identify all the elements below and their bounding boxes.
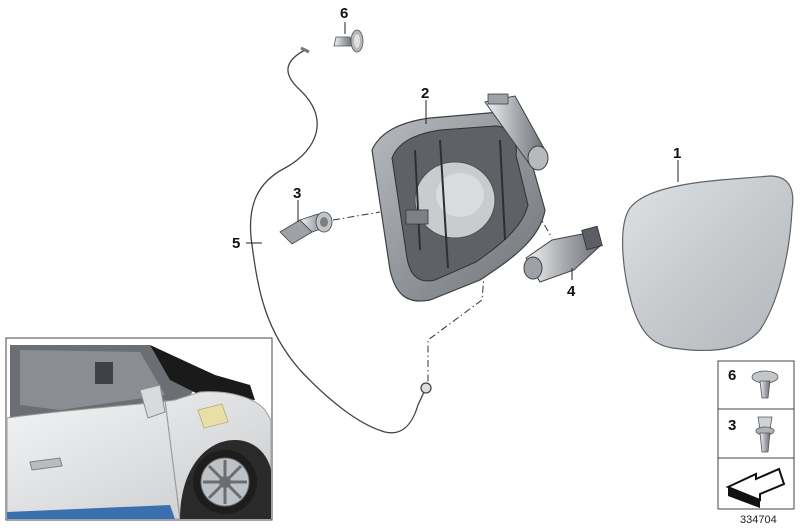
rivet-icon (751, 370, 779, 399)
callout-4: 4 (567, 283, 576, 300)
charging-flap-cover-part[interactable] (622, 175, 794, 352)
cable-part[interactable] (249, 46, 432, 434)
callout-labels: 6 2 1 3 5 4 (232, 5, 681, 300)
rivet-part[interactable] (333, 29, 364, 53)
callout-3: 3 (293, 185, 301, 202)
lock-actuator-part[interactable] (523, 225, 603, 283)
vehicle-location-inset (5, 337, 273, 521)
assembly-arrow-icon (725, 467, 786, 508)
assembly-lines (332, 199, 553, 384)
push-pin-part[interactable] (279, 211, 333, 245)
callout-1: 1 (673, 145, 681, 162)
callout-2: 2 (421, 85, 429, 102)
callout-5: 5 (232, 235, 240, 252)
legend-label-3: 3 (728, 417, 736, 434)
diagram-reference-number: 334704 (740, 514, 777, 526)
legend-label-6: 6 (728, 367, 736, 384)
push-pin-icon (755, 416, 775, 453)
small-parts-legend: 6 3 (717, 360, 795, 510)
actuator-motor (484, 93, 549, 171)
leader-lines (246, 22, 679, 280)
callout-6: 6 (340, 5, 348, 22)
flap-housing-part[interactable] (371, 93, 549, 302)
charge-port-location (197, 403, 229, 429)
